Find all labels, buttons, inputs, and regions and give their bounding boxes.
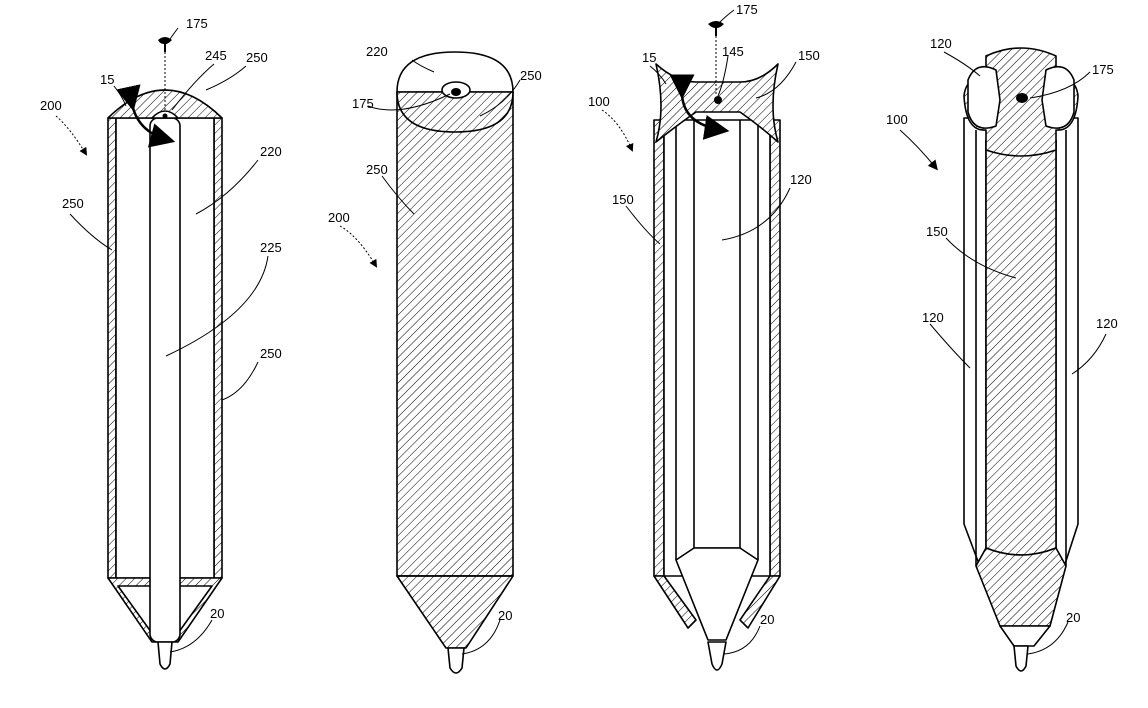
leader-20 (169, 619, 213, 653)
label-225: 225 (260, 240, 282, 255)
leader-150 (945, 237, 1017, 279)
figure-d: 120 175 100 150 120 120 20 (886, 36, 1118, 672)
leader-20 (461, 619, 501, 655)
leader-20 (1027, 621, 1069, 655)
label-200: 200 (328, 210, 350, 225)
label-15: 15 (100, 72, 114, 87)
leader-150-left (625, 205, 661, 245)
pin-hole (451, 88, 461, 96)
label-150-top: 150 (798, 48, 820, 63)
leader-250-body (381, 175, 415, 215)
leader-150-top (755, 61, 797, 99)
leader-250-top (205, 65, 247, 91)
pin-head (708, 21, 724, 36)
leader-220 (195, 159, 259, 215)
label-175: 175 (736, 2, 758, 17)
label-250-body: 250 (366, 162, 388, 177)
label-250-top: 250 (246, 50, 268, 65)
label-100: 100 (886, 112, 908, 127)
rotation-arrow (116, 84, 176, 148)
outer-wall-left (653, 119, 665, 577)
label-250-top: 250 (520, 68, 542, 83)
label-120-top: 120 (930, 36, 952, 51)
leader-220 (411, 59, 435, 73)
outer-wall-right (213, 117, 223, 579)
leader-175 (719, 9, 735, 23)
cap-pin-hole (714, 96, 722, 104)
arrow-100 (899, 129, 938, 171)
leader-250-right (221, 361, 259, 401)
leader-225 (165, 255, 269, 357)
label-220: 220 (366, 44, 388, 59)
label-120: 120 (790, 172, 812, 187)
cap-top-upper (396, 51, 514, 93)
label-200: 200 (40, 98, 62, 113)
leader-120 (721, 187, 791, 241)
cone (396, 575, 514, 649)
leader-175 (1029, 71, 1091, 99)
label-250-right: 250 (260, 346, 282, 361)
tip (707, 641, 727, 671)
cone-wall-right (739, 575, 781, 629)
cone (975, 547, 1067, 627)
leader-175 (367, 93, 451, 111)
label-145: 145 (722, 44, 744, 59)
label-175: 175 (352, 96, 374, 111)
leader-20 (723, 625, 761, 655)
cap-pin-hole (1016, 93, 1028, 103)
leader-15 (649, 65, 667, 85)
leader-250-top (479, 79, 521, 117)
core (985, 131, 1057, 556)
cone-wall-left (653, 575, 697, 629)
cap-pin-hole (162, 113, 168, 119)
figure-b: 220 250 175 250 200 20 (328, 44, 542, 674)
leader-120-right (1071, 333, 1107, 375)
arrow-200 (55, 115, 88, 156)
label-100: 100 (588, 94, 610, 109)
leader-175 (167, 27, 179, 43)
inner-body (663, 119, 771, 577)
center-rod (149, 117, 181, 643)
body-cylinder (396, 91, 514, 577)
label-120-right: 120 (1096, 316, 1118, 331)
tip (447, 647, 465, 674)
label-250-left: 250 (62, 196, 84, 211)
cap-window-right (1041, 65, 1075, 129)
tip (1013, 645, 1029, 672)
nose (999, 625, 1051, 647)
label-175: 175 (186, 16, 208, 31)
outer-wall-left (107, 117, 117, 579)
label-20: 20 (210, 606, 224, 621)
cap-window-left (967, 65, 1001, 129)
label-20: 20 (498, 608, 512, 623)
rotation-arrow (669, 74, 730, 140)
figure-a: 175 245 250 15 200 220 250 225 250 20 (40, 16, 282, 670)
label-20: 20 (1066, 610, 1080, 625)
label-150-left: 150 (612, 192, 634, 207)
arrow-200 (339, 225, 378, 268)
leader-250-left (69, 213, 113, 251)
leader-120-top (943, 51, 981, 77)
cap-top-lower (396, 91, 514, 133)
label-150: 150 (926, 224, 948, 239)
label-245: 245 (205, 48, 227, 63)
leader-15 (113, 85, 127, 107)
tip (157, 641, 173, 670)
arrow-100 (601, 109, 634, 152)
leader-245 (171, 63, 215, 111)
leader-145 (717, 55, 729, 97)
figure-c: 175 15 145 150 100 150 120 20 (588, 2, 820, 671)
label-15: 15 (642, 50, 656, 65)
label-220: 220 (260, 144, 282, 159)
leader-120-left (929, 323, 971, 369)
label-20: 20 (760, 612, 774, 627)
outer-wall-right (769, 119, 781, 577)
label-175: 175 (1092, 62, 1114, 77)
inner-cone (675, 547, 759, 641)
label-120-left: 120 (922, 310, 944, 325)
